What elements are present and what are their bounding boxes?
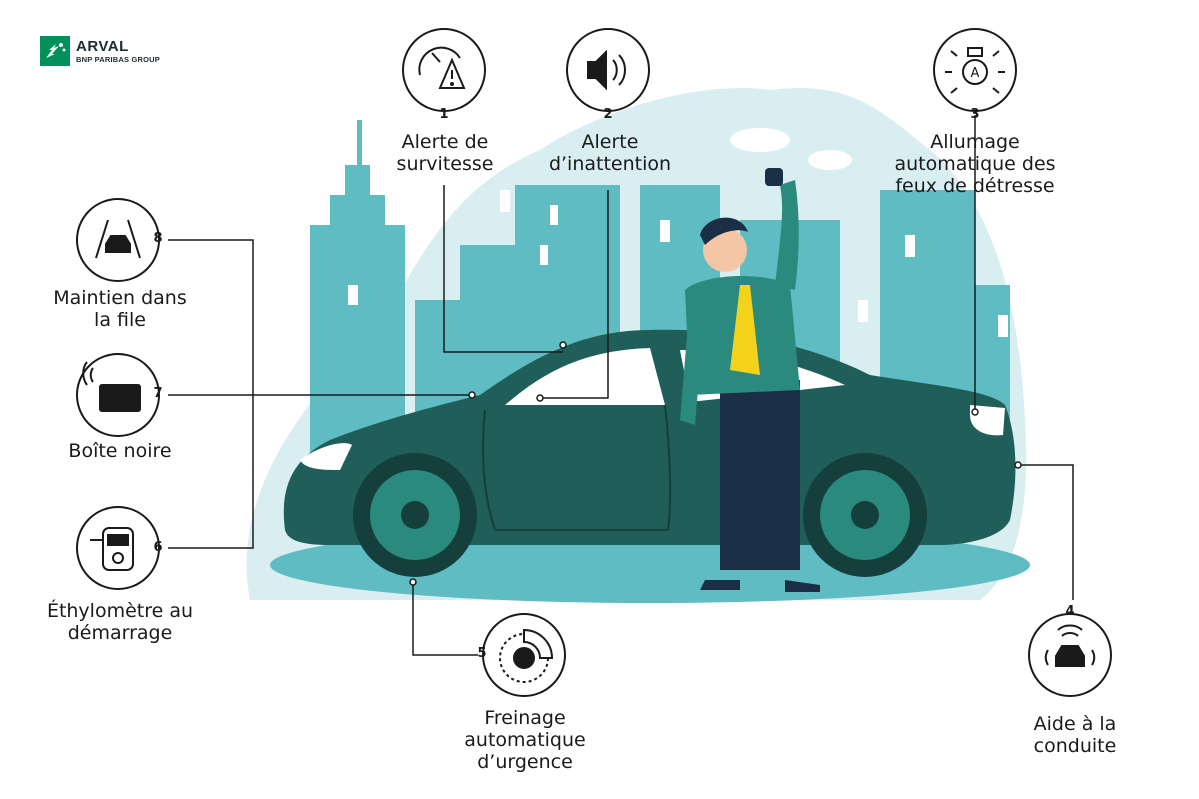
feature-label-driving-assist: Aide à la conduite (1033, 713, 1117, 757)
feature-label-speed-alert: Alerte de survitesse (396, 131, 494, 175)
icon-circles (76, 28, 1112, 697)
black-box-icon (82, 361, 141, 412)
hazard-light-icon: A (945, 47, 1005, 94)
feature-number-2: 2 (603, 107, 613, 122)
feature-label-breathalyzer: Éthylomètre au démarrage (46, 600, 194, 644)
brand-subtitle: BNP PARIBAS GROUP (76, 54, 160, 64)
feature-number-5: 5 (477, 646, 487, 661)
car-door-lines (482, 404, 672, 531)
speaker-icon (587, 49, 626, 91)
feature-label-inattention-alert: Alerte d’inattention (548, 131, 672, 175)
feature-label-lane-keeping: Maintien dans la file (53, 287, 187, 331)
car-headlight (300, 443, 352, 470)
clouds (730, 128, 852, 170)
feature-label-hazard-lights: Allumage automatique des feux de détress… (894, 131, 1056, 197)
feature-number-1: 1 (439, 107, 449, 122)
speed-warning-icon (418, 46, 466, 89)
feature-number-7: 7 (153, 386, 163, 401)
feature-number-3: 3 (970, 107, 980, 122)
connector-dots (409, 341, 1022, 586)
car-taillight (970, 405, 1005, 436)
feature-number-6: 6 (153, 540, 163, 555)
rear-wheel (803, 453, 927, 577)
brand-mark-icon (40, 36, 70, 66)
connector-lines (168, 115, 1074, 656)
feature-label-emergency-braking: Freinage automatique d’urgence (464, 707, 586, 773)
breathalyzer-icon (90, 527, 134, 571)
building-windows (348, 190, 1008, 337)
feature-number-4: 4 (1065, 604, 1075, 619)
brake-disc-icon (499, 628, 554, 683)
feature-number-8: 8 (153, 231, 163, 246)
feature-label-black-box: Boîte noire (68, 440, 172, 462)
car-sensor-icon (1044, 624, 1096, 667)
arval-logo: ARVAL BNP PARIBAS GROUP (40, 36, 160, 66)
svg-text:A: A (971, 66, 980, 81)
man-with-key (680, 168, 820, 592)
brand-name: ARVAL (76, 37, 129, 55)
lane-keeping-icon (95, 219, 141, 259)
front-wheel (353, 453, 477, 577)
